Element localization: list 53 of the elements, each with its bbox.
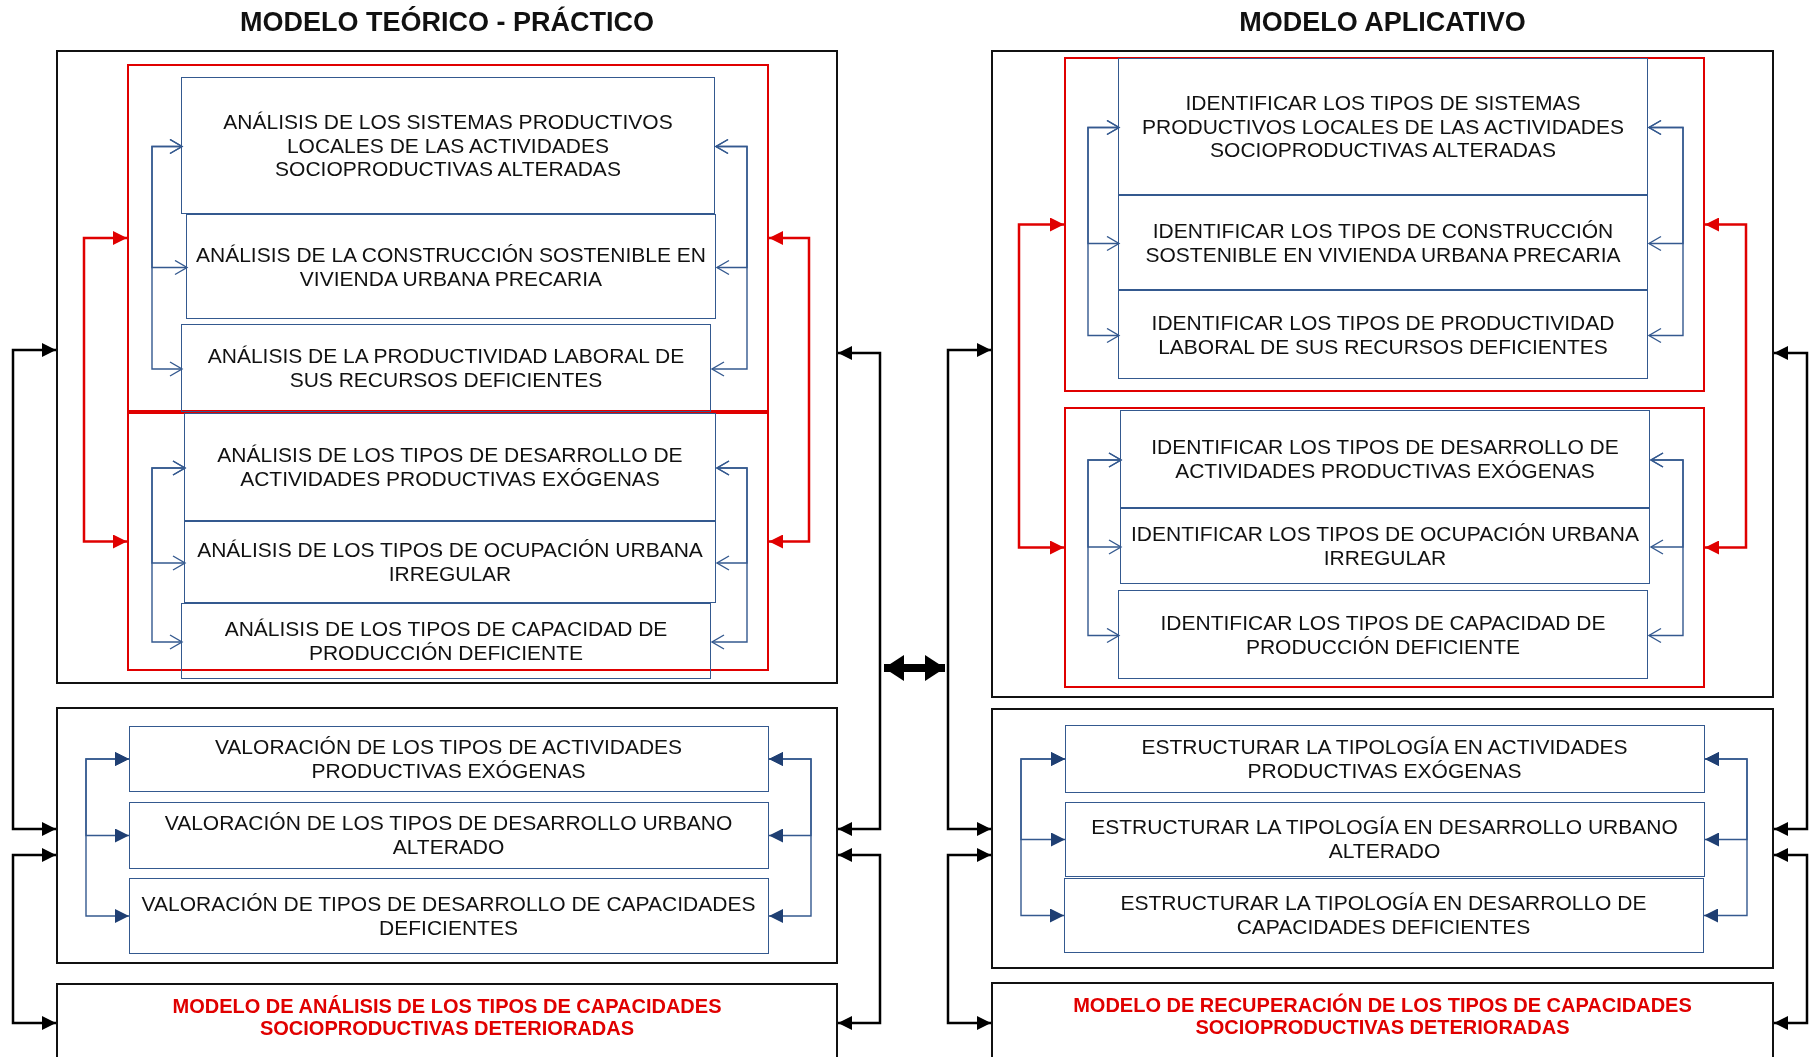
connector-arrow [1648,119,1684,344]
group-frame [1063,56,1705,392]
process-box: ESTRUCTURAR LA TIPOLOGÍA EN ACTIVIDADES PRODUCTIVAS EXÓGENAS [1064,724,1705,793]
process-box: ANÁLISIS DE LA CONSTRUCCIÓN SOSTENIBLE EN VIVIENDA URBANA PRECARIA [186,214,716,319]
process-box: IDENTIFICAR LOS TIPOS DE OCUPACIÓN URBANA IRREGULAR [1120,508,1650,584]
connector-arrow [1648,452,1684,644]
connector-arrow [85,752,130,923]
connector-arrow [1017,217,1064,555]
connector-arrow [711,460,748,650]
connector-arrow [1087,119,1120,344]
connector-arrow [711,138,748,377]
connector-arrow [11,848,56,1030]
connector-arrow [1020,752,1066,923]
group-frame [1063,406,1705,688]
column-title: MODELO TEÓRICO - PRÁCTICO [239,5,655,39]
process-box: IDENTIFICAR LOS TIPOS DE PRODUCTIVIDAD LABORAL DE SUS RECURSOS DEFICIENTES [1118,290,1648,379]
connector-arrow [946,848,991,1030]
connector-arrow [769,231,811,549]
process-box: IDENTIFICAR LOS TIPOS DE CAPACIDAD DE PRODUCCIÓN DEFICIENTE [1118,590,1648,679]
process-box: IDENTIFICAR LOS TIPOS DE CONSTRUCCIÓN SOSTENIBLE EN VIVIENDA URBANA PRECARIA [1118,195,1648,290]
process-box: VALORACIÓN DE LOS TIPOS DE ACTIVIDADES PRODUCTIVAS EXÓGENAS [128,725,769,792]
result-box: MODELO DE RECUPERACIÓN DE LOS TIPOS DE CAPACIDADES SOCIOPRODUCTIVAS DETERIORADAS [991,982,1774,1057]
connector-arrow [1705,217,1748,555]
process-box: ANÁLISIS DE LOS TIPOS DE CAPACIDAD DE PRODUCCIÓN DEFICIENTE [181,603,711,679]
process-box: ANÁLISIS DE LOS TIPOS DE OCUPACIÓN URBANA IRREGULAR [184,521,716,603]
connector-arrow [1774,848,1809,1030]
process-box: ESTRUCTURAR LA TIPOLOGÍA EN DESARROLLO URBANO ALTERADO [1064,801,1705,877]
process-box: VALORACIÓN DE TIPOS DE DESARROLLO DE CAPACIDADES DEFICIENTES [128,877,769,954]
process-box: IDENTIFICAR LOS TIPOS DE DESARROLLO DE ACTIVIDADES PRODUCTIVAS EXÓGENAS [1120,410,1650,508]
connector-arrow [838,346,882,836]
process-box: VALORACIÓN DE LOS TIPOS DE DESARROLLO URBANO ALTERADO [128,801,769,869]
panel-frame [56,50,838,684]
connector-arrow [946,343,991,836]
connector-arrow [1774,346,1809,836]
connector-arrow [11,343,56,836]
connector-arrow [151,460,186,650]
connector-arrow [151,138,183,377]
result-box: MODELO DE ANÁLISIS DE LOS TIPOS DE CAPACIDADES SOCIOPRODUCTIVAS DETERIORADAS [56,983,838,1057]
group-frame [126,63,769,412]
process-box: ANÁLISIS DE LA PRODUCTIVIDAD LABORAL DE SUS RECURSOS DEFICIENTES [181,324,711,412]
process-box: ANÁLISIS DE LOS SISTEMAS PRODUCTIVOS LOCALES DE LAS ACTIVIDADES SOCIOPRODUCTIVAS ALTERADAS [181,77,715,214]
process-box: IDENTIFICAR LOS TIPOS DE SISTEMAS PRODUCTIVOS LOCALES DE LAS ACTIVIDADES SOCIOPRODUCTIVAS ALTERADAS [1118,58,1648,195]
connector-arrow [838,848,882,1030]
connector-arrow [1703,752,1748,923]
panel-frame [56,707,838,964]
panel-frame [991,50,1774,698]
connector-arrow [1087,452,1122,644]
process-box: ANÁLISIS DE LOS TIPOS DE DESARROLLO DE ACTIVIDADES PRODUCTIVAS EXÓGENAS [184,413,716,521]
connector-arrow [768,752,812,923]
process-box: ESTRUCTURAR LA TIPOLOGÍA EN DESARROLLO DE CAPACIDADES DEFICIENTES [1063,877,1704,953]
panel-frame [991,708,1774,969]
connector-arrow [82,231,127,549]
column-title: MODELO APLICATIVO [1238,6,1527,39]
